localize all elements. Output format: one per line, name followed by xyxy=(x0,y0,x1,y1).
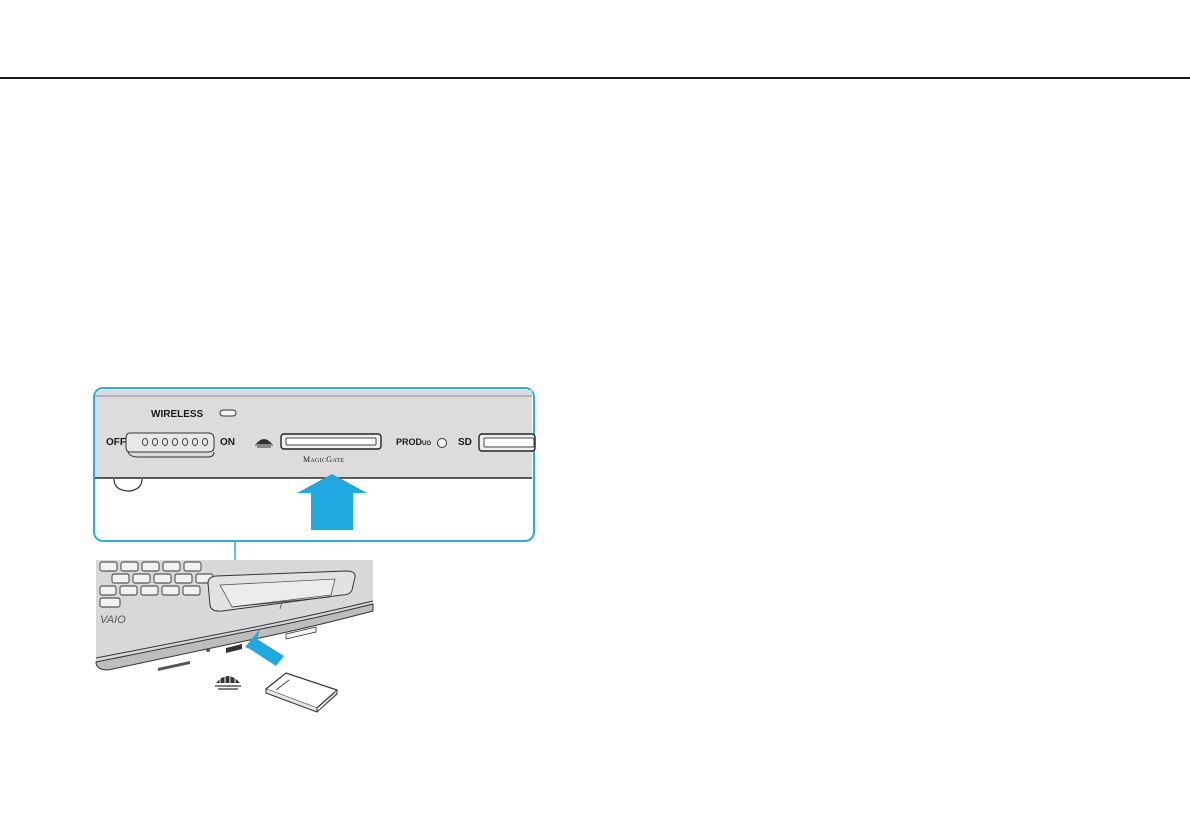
memory-stick-logo-icon xyxy=(215,675,241,689)
laptop-illustration: VAIO xyxy=(96,560,373,671)
header-rule xyxy=(0,77,1190,79)
magicgate-label: MagicGate xyxy=(303,455,344,464)
brand-logo: VAIO xyxy=(100,614,126,626)
wireless-label: WIRELESS xyxy=(151,409,203,420)
memory-stick-slot xyxy=(281,434,381,449)
figure-graphic: VAIO xyxy=(90,385,540,715)
produo-label: PRODuo xyxy=(396,437,431,447)
media-access-indicator xyxy=(438,439,447,448)
on-label: ON xyxy=(220,437,235,448)
sd-label: SD xyxy=(458,437,472,448)
memory-stick-insertion-figure: VAIO xyxy=(90,385,540,715)
off-label: OFF xyxy=(106,437,126,448)
memory-stick-card-icon xyxy=(266,673,337,712)
sd-card-slot xyxy=(479,434,535,451)
wireless-indicator-light xyxy=(220,410,236,416)
